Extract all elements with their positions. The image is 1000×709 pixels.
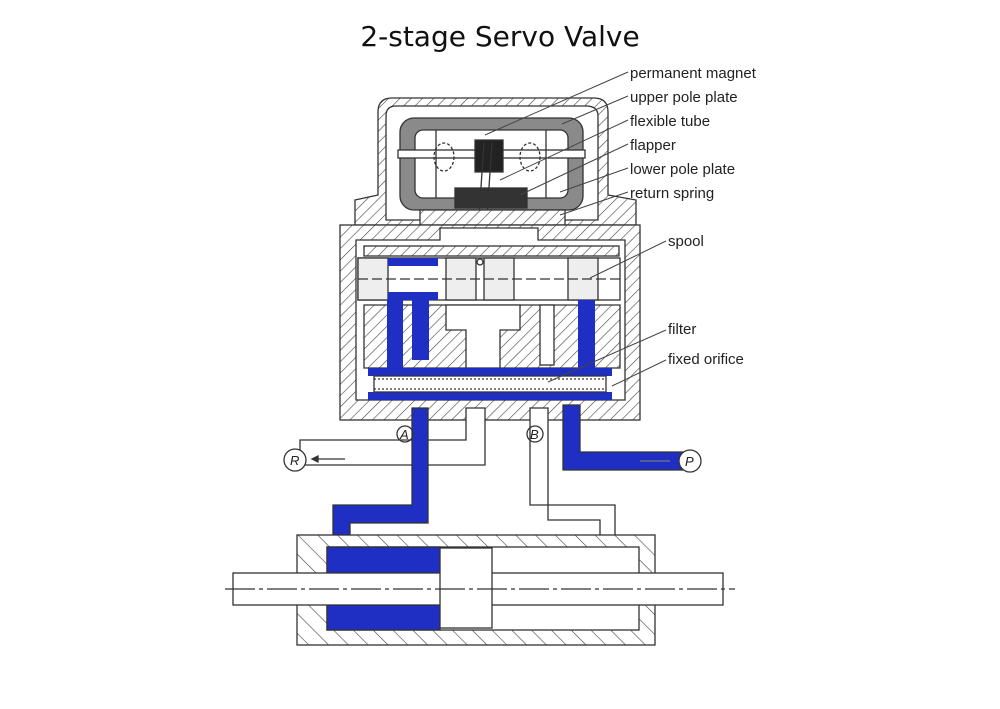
label-fixed-orifice: fixed orifice [668,351,744,368]
label-return-spring: return spring [630,185,714,202]
label-spool: spool [668,233,704,250]
label-flapper: flapper [630,137,676,154]
port-r-circle [283,448,307,472]
fixed-orifice [373,375,607,393]
port-p-circle [678,449,702,473]
label-upper-pole-plate: upper pole plate [630,89,738,106]
port-p-label: P [685,454,694,469]
label-flexible-tube: flexible tube [630,113,710,130]
piston [439,547,493,629]
port-r-label: R [290,453,299,468]
diagram-title: 2-stage Servo Valve [360,20,640,53]
port-a-label: A [399,427,409,442]
line-a [332,407,429,551]
label-filter: filter [668,321,696,338]
spool [357,257,621,301]
port-b-label: B [530,427,539,442]
label-lower-pole-plate: lower pole plate [630,161,735,178]
filter [368,368,612,376]
label-permanent-magnet: permanent magnet [630,65,757,82]
